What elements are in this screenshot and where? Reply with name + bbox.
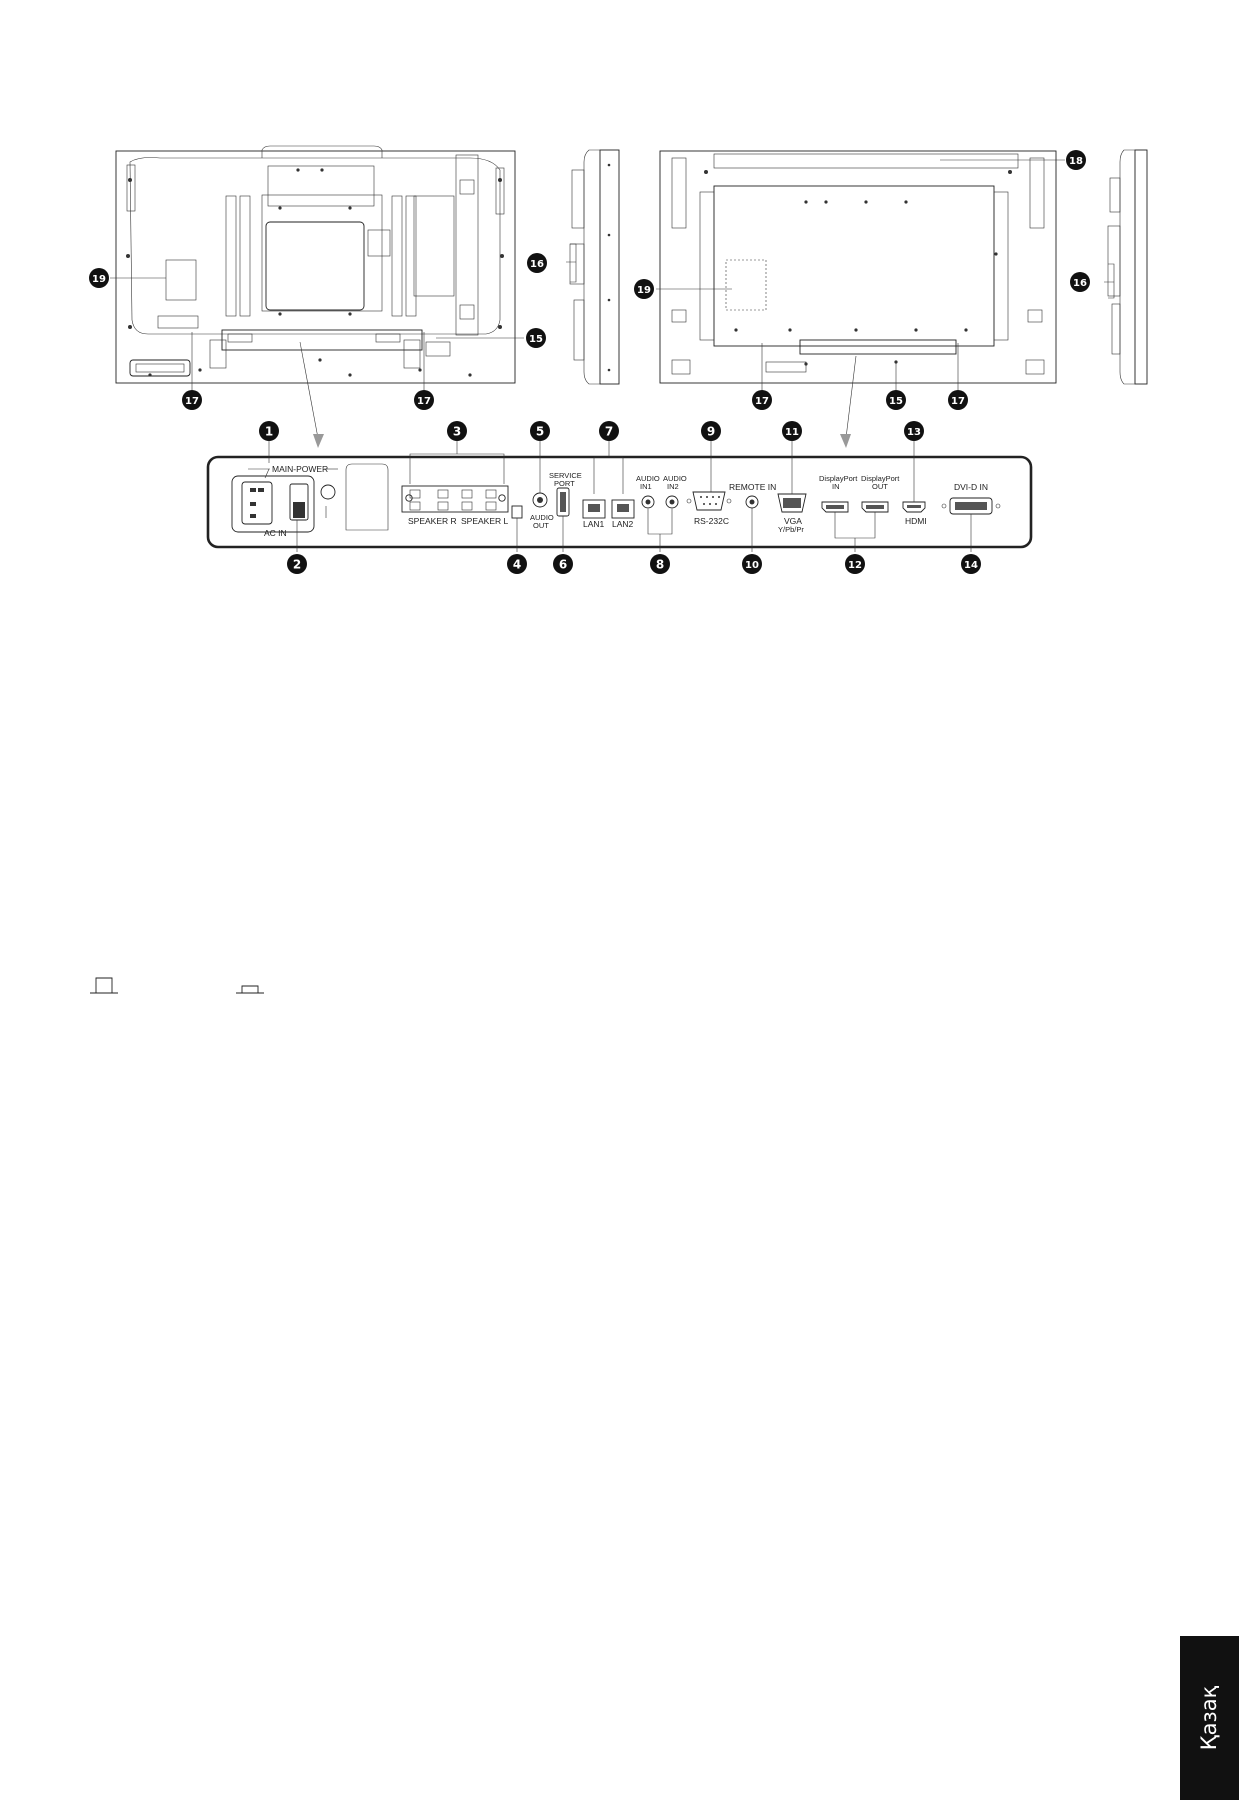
svg-text:1: 1 xyxy=(265,425,273,439)
callout-13: 13 xyxy=(904,421,924,441)
rear-panel-diagram: AC IN MAIN-POWER SPEAKER R SPEAKER L AUD… xyxy=(89,145,1148,994)
svg-text:15: 15 xyxy=(889,396,903,407)
svg-text:17: 17 xyxy=(755,396,769,407)
callout-10: 10 xyxy=(742,554,762,574)
svg-text:18: 18 xyxy=(1069,156,1083,167)
callout-15-right: 15 xyxy=(886,390,906,410)
displayport-in-label-2: IN xyxy=(832,482,840,491)
callout-19-left: 19 xyxy=(89,268,109,288)
callout-8: 8 xyxy=(650,554,670,574)
monitor-b-rear-view xyxy=(659,150,1057,384)
svg-text:14: 14 xyxy=(964,560,978,571)
monitor-a-rear-view xyxy=(115,145,516,384)
vga-label-2: Y/Pb/Pr xyxy=(778,525,804,534)
callout-1: 1 xyxy=(259,421,279,441)
svg-text:10: 10 xyxy=(745,560,759,571)
callout-7: 7 xyxy=(599,421,619,441)
switch-on-icon xyxy=(236,985,264,994)
callout-brackets xyxy=(110,159,1115,552)
svg-text:17: 17 xyxy=(417,396,431,407)
callout-6: 6 xyxy=(553,554,573,574)
svg-text:19: 19 xyxy=(637,285,651,296)
svg-text:5: 5 xyxy=(536,425,544,439)
service-port-label-1: SERVICE xyxy=(549,471,582,480)
svg-text:15: 15 xyxy=(529,334,543,345)
displayport-out-label-2: OUT xyxy=(872,482,888,491)
callout-14: 14 xyxy=(961,554,981,574)
svg-text:3: 3 xyxy=(453,425,461,439)
remote-in-label: REMOTE IN xyxy=(729,482,776,492)
callout-17-c: 17 xyxy=(752,390,772,410)
vga-label-1: VGA xyxy=(784,516,802,526)
callout-2: 2 xyxy=(287,554,307,574)
svg-text:16: 16 xyxy=(530,259,544,270)
panel-pointer-lines xyxy=(299,341,857,448)
svg-text:2: 2 xyxy=(293,558,301,572)
svg-text:17: 17 xyxy=(185,396,199,407)
audio-in2-label-1: AUDIO xyxy=(663,474,687,483)
language-tab-label: Қазақ xyxy=(1197,1685,1221,1751)
audio-in1-label-2: IN1 xyxy=(640,482,652,491)
svg-text:16: 16 xyxy=(1073,278,1087,289)
lan1-label: LAN1 xyxy=(583,519,605,529)
connector-panel: AC IN MAIN-POWER SPEAKER R SPEAKER L AUD… xyxy=(206,455,1033,549)
callout-17-d: 17 xyxy=(948,390,968,410)
speaker-l-label: SPEAKER L xyxy=(461,516,509,526)
svg-text:11: 11 xyxy=(785,427,799,438)
callout-5: 5 xyxy=(530,421,550,441)
callout-17-a: 17 xyxy=(182,390,202,410)
speaker-r-label: SPEAKER R xyxy=(408,516,457,526)
dvi-in-label: DVI-D IN xyxy=(954,482,988,492)
callout-4: 4 xyxy=(507,554,527,574)
svg-text:7: 7 xyxy=(605,425,613,439)
callout-12: 12 xyxy=(845,554,865,574)
audio-out-label-1: AUDIO xyxy=(530,513,554,522)
svg-text:8: 8 xyxy=(656,558,664,572)
callout-15-left: 15 xyxy=(526,328,546,348)
monitor-a-side-profile xyxy=(569,149,620,385)
audio-in1-label-1: AUDIO xyxy=(636,474,660,483)
callout-17-b: 17 xyxy=(414,390,434,410)
audio-out-label-2: OUT xyxy=(533,521,549,530)
displayport-in-label-1: DisplayPort xyxy=(819,474,858,483)
svg-text:12: 12 xyxy=(848,560,862,571)
callout-11: 11 xyxy=(782,421,802,441)
monitor-b-side-profile xyxy=(1107,149,1148,385)
rs232c-label: RS-232C xyxy=(694,516,729,526)
callout-badges: 1 2 3 4 5 6 7 8 9 10 11 12 13 14 15 15 1… xyxy=(89,150,1090,574)
ac-in-label: AC IN xyxy=(264,528,287,538)
main-power-label: MAIN-POWER xyxy=(272,464,328,474)
callout-3: 3 xyxy=(447,421,467,441)
svg-text:4: 4 xyxy=(513,558,521,572)
svg-text:19: 19 xyxy=(92,274,106,285)
callout-9: 9 xyxy=(701,421,721,441)
svg-text:17: 17 xyxy=(951,396,965,407)
displayport-out-label-1: DisplayPort xyxy=(861,474,900,483)
callout-16-right: 16 xyxy=(1070,272,1090,292)
lan2-label: LAN2 xyxy=(612,519,634,529)
callout-18: 18 xyxy=(1066,150,1086,170)
hdmi-label: HDMI xyxy=(905,516,927,526)
audio-in2-label-2: IN2 xyxy=(667,482,679,491)
callout-19-right: 19 xyxy=(634,279,654,299)
svg-text:13: 13 xyxy=(907,427,921,438)
svg-text:9: 9 xyxy=(707,425,715,439)
switch-symbols xyxy=(90,977,264,994)
svg-text:6: 6 xyxy=(559,558,567,572)
switch-off-icon xyxy=(90,977,118,994)
callout-16-left: 16 xyxy=(527,253,547,273)
service-port-label-2: PORT xyxy=(554,479,575,488)
